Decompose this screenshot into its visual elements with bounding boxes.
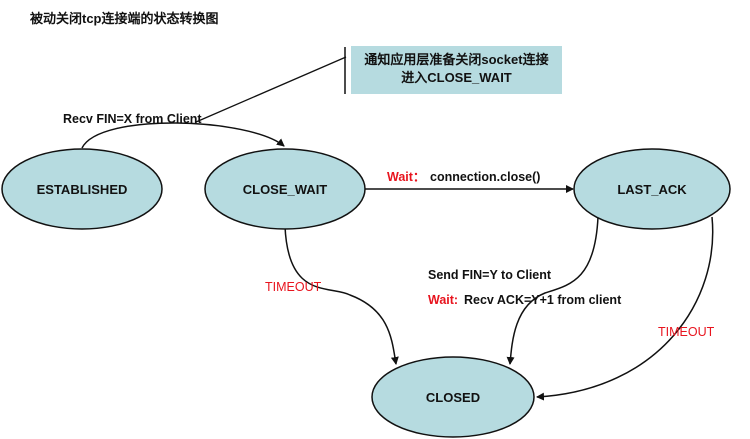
state-closed: CLOSED [371, 356, 535, 438]
diagram-title: 被动关闭tcp连接端的状态转换图 [30, 11, 219, 26]
edge-close-wait-to-closed [284, 225, 399, 365]
label-wait-prefix-2: Wait: [428, 293, 458, 307]
callout-note-line1: 通知应用层准备关闭socket连接 [364, 52, 549, 67]
label-connection-close: connection.close() [430, 170, 540, 184]
label-timeout-1: TIMEOUT [265, 280, 322, 294]
state-established: ESTABLISHED [1, 148, 163, 230]
edge-established-to-close-wait [81, 122, 285, 149]
label-recv-fin: Recv FIN=X from Client [63, 112, 202, 126]
label-wait-prefix-1: Wait： [387, 170, 425, 184]
callout-note-line2: 进入CLOSE_WAIT [401, 70, 512, 85]
edge-last-ack-to-closed-timeout [536, 216, 714, 401]
state-close-wait-label: CLOSE_WAIT [243, 182, 328, 197]
state-last-ack: LAST_ACK [573, 148, 731, 230]
state-established-label: ESTABLISHED [37, 182, 128, 197]
state-close-wait: CLOSE_WAIT [204, 148, 366, 230]
edge-last-ack-to-closed-ack [506, 216, 599, 365]
callout-line [195, 56, 347, 123]
callout-note: 通知应用层准备关闭socket连接 进入CLOSE_WAIT [351, 46, 562, 94]
label-send-fin: Send FIN=Y to Client [428, 268, 552, 282]
state-last-ack-label: LAST_ACK [617, 182, 687, 197]
label-recv-ack: Recv ACK=Y+1 from client [464, 293, 622, 307]
state-closed-label: CLOSED [426, 390, 480, 405]
label-timeout-2: TIMEOUT [658, 325, 715, 339]
